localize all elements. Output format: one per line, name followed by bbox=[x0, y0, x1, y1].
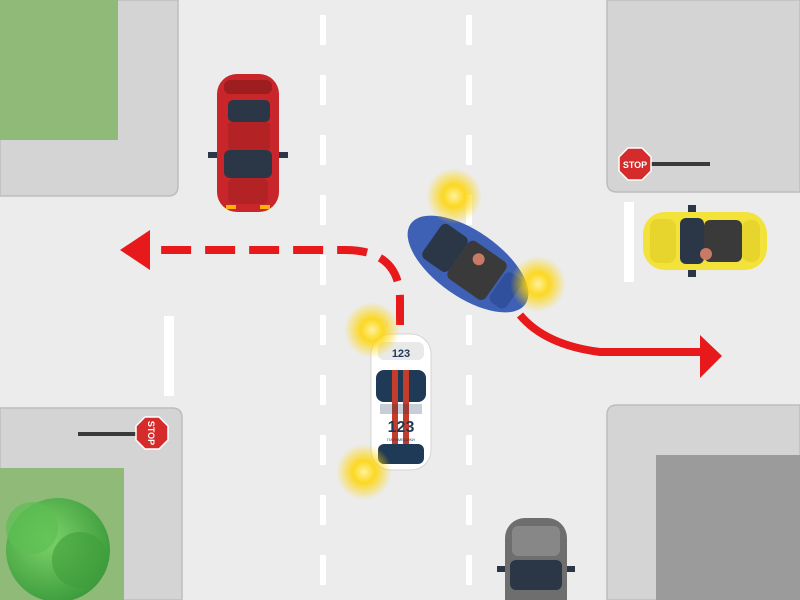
bottom-right-block bbox=[606, 404, 800, 600]
stop-sign-top-right: STOP bbox=[618, 147, 710, 181]
top-right-block bbox=[606, 0, 800, 193]
gray-car bbox=[497, 518, 575, 600]
blue-car-warning-light bbox=[510, 256, 566, 312]
stop-sign-bottom-left: STOP bbox=[78, 416, 169, 450]
stop-line-left bbox=[164, 316, 174, 396]
arrow-right-icon bbox=[516, 312, 722, 378]
building-roof bbox=[656, 455, 800, 600]
stop-sign-icon bbox=[618, 147, 652, 181]
police-car-roof-number: 123 bbox=[392, 348, 410, 360]
police-car-badge: ПАРАМЕДИКИ bbox=[387, 437, 415, 442]
arrow-left-icon bbox=[120, 230, 404, 325]
stop-sign-icon bbox=[135, 416, 169, 450]
police-car-number: 123 bbox=[388, 419, 415, 436]
blue-car-warning-light bbox=[426, 168, 482, 224]
top-left-block bbox=[0, 0, 179, 197]
grass-top-left bbox=[0, 0, 118, 140]
yellow-car bbox=[643, 205, 767, 277]
stop-sign-label: STOP bbox=[623, 160, 647, 170]
stop-sign-label: STOP bbox=[146, 421, 156, 445]
red-car bbox=[208, 74, 288, 212]
blue-car bbox=[407, 215, 529, 313]
police-car-warning-light bbox=[344, 302, 400, 358]
police-car-warning-light bbox=[336, 444, 392, 500]
tree-icon bbox=[6, 498, 110, 600]
stop-line-right bbox=[624, 202, 634, 282]
